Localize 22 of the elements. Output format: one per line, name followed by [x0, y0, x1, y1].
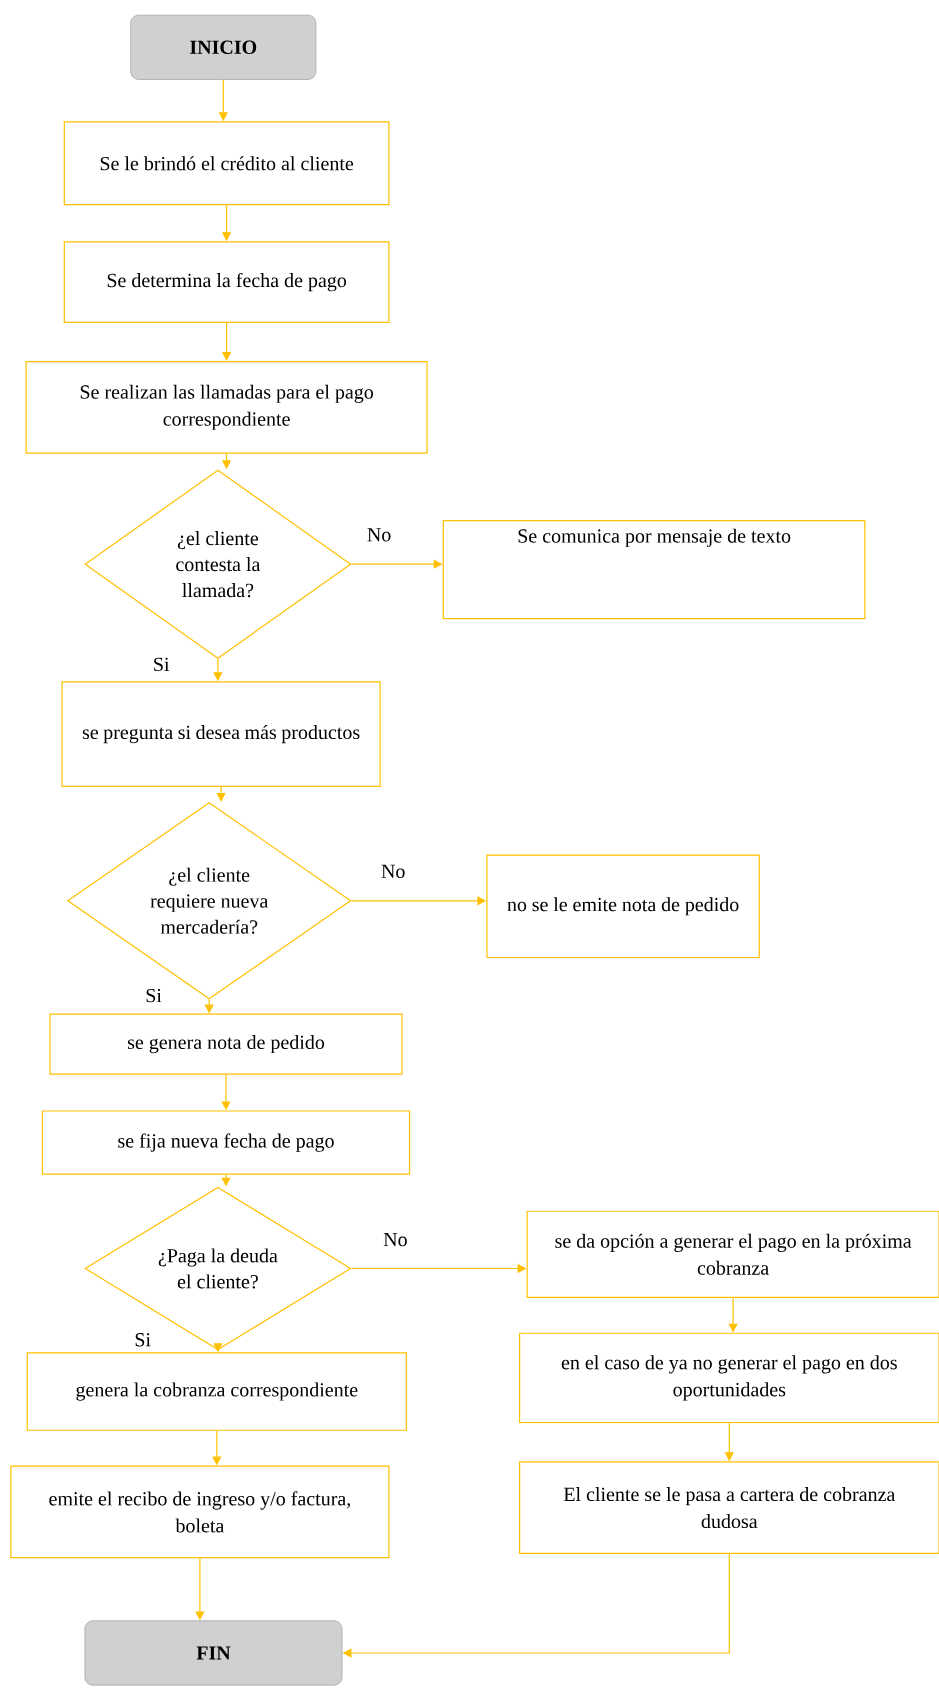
terminal-box: INICIO	[130, 14, 317, 80]
process-box: se pregunta si desea más productos	[61, 681, 381, 787]
process-box: Se realizan las llamadas para el pago correspondiente	[25, 360, 428, 454]
process-box: genera la cobranza correspondiente	[26, 1352, 407, 1431]
process-box: Se determina la fecha de pago	[63, 241, 390, 323]
process-box: no se le emite nota de pedido	[486, 854, 760, 959]
process-box: se fija nueva fecha de pago	[41, 1110, 411, 1175]
process-box: en el caso de ya no generar el pago en dos oportunidades	[519, 1332, 939, 1424]
edge-label: Si	[135, 1333, 151, 1347]
edge-label: No	[383, 1232, 407, 1247]
edge-label: No	[367, 528, 391, 542]
arrow	[216, 786, 226, 802]
edge-label: Si	[154, 657, 170, 672]
process-box: Se comunica por mensaje de texto	[442, 520, 866, 620]
process-box: emite el recibo de ingreso y/o factura, boleta	[10, 1465, 390, 1559]
edge-label: Si	[146, 988, 162, 1003]
process-box: El cliente se le pasa a cartera de cobranza dudosa	[519, 1461, 939, 1554]
edge-label: No	[381, 864, 405, 879]
terminal-box: FIN	[84, 1620, 343, 1686]
process-box: se da opción a generar el pago en la próxima cobranza	[526, 1210, 939, 1298]
process-box: Se le brindó el crédito al cliente	[63, 121, 390, 206]
process-box: se genera nota de pedido	[49, 1013, 403, 1075]
